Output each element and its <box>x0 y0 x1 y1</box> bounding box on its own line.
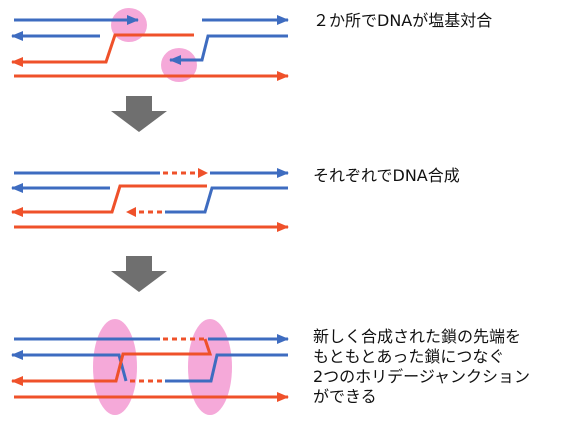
down-arrow-2 <box>111 256 167 292</box>
caption-step-2: それぞれでDNA合成 <box>313 166 460 185</box>
caption-step-3: 新しく合成された鎖の先端を もともとあった鎖につなぐ 2つのホリデージャンクショ… <box>313 327 530 407</box>
caption-step-3-line-3: 2つのホリデージャンクション <box>313 367 531 386</box>
pairing-highlight-1 <box>111 8 147 42</box>
panel-2 <box>11 168 289 232</box>
panel-1 <box>11 8 289 82</box>
caption-step-3-line-2: もともとあった鎖につなぐ <box>313 347 505 366</box>
caption-step-3-line-1: 新しく合成された鎖の先端を <box>313 327 522 346</box>
strand-blue-left-junction <box>11 350 128 382</box>
strand-red-crossing <box>11 33 194 67</box>
strand-red-crossing <box>11 184 207 217</box>
junction-highlight-2 <box>188 319 232 415</box>
strand-red-junction <box>11 338 213 386</box>
junction-highlight-1 <box>93 319 137 415</box>
caption-step-1: ２か所でDNAが塩基対合 <box>313 11 493 30</box>
strand-blue-crossing <box>165 186 288 214</box>
new-synthesis-top-head <box>198 168 208 178</box>
strand-blue-right-junction <box>165 353 288 383</box>
caption-step-3-line-4: ができる <box>313 387 377 406</box>
strand-blue-crossing <box>169 34 288 65</box>
new-synthesis-bottom-head <box>126 207 136 217</box>
down-arrow-1 <box>111 96 167 132</box>
panel-3 <box>11 319 289 415</box>
